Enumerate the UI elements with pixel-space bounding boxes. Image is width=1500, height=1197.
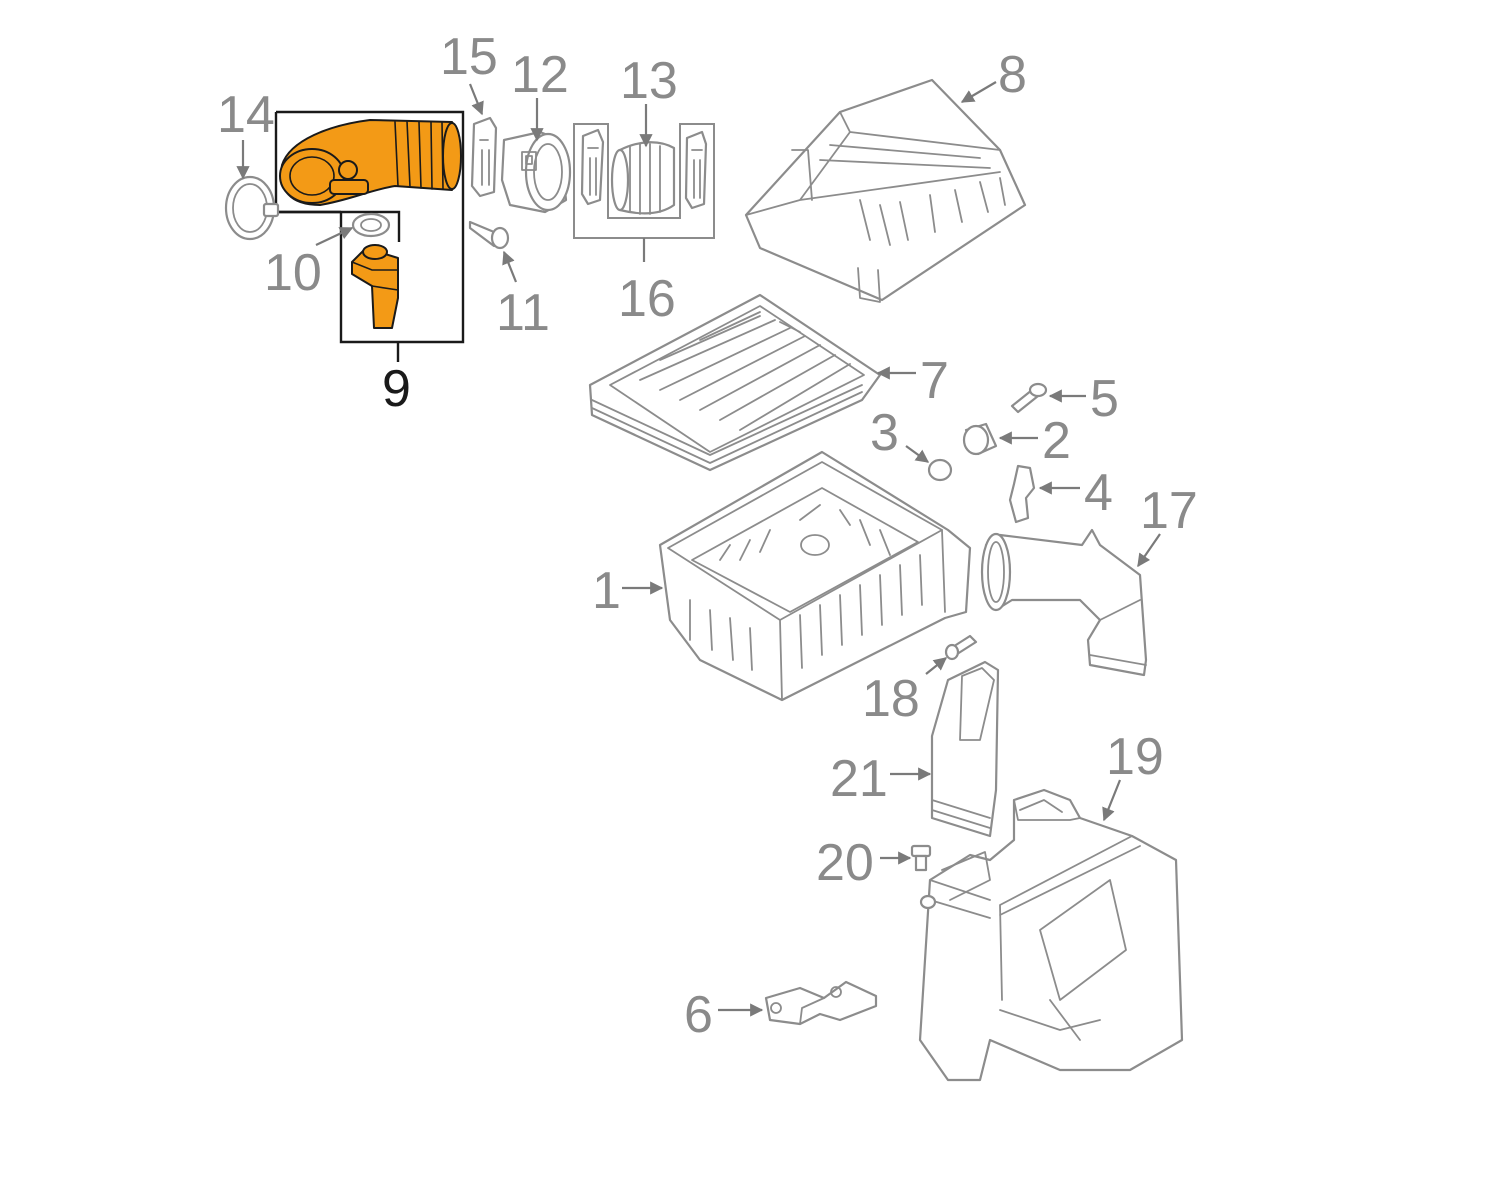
part-4-clip[interactable]: 4	[1008, 464, 1113, 524]
callout-18: 18	[862, 670, 920, 728]
part-2-cap[interactable]: 2	[962, 412, 1071, 470]
part-13-hose	[610, 141, 676, 215]
part-14-clamp[interactable]: 14	[217, 86, 280, 241]
part-12-housing[interactable]: 12	[500, 46, 572, 214]
callout-6: 6	[684, 986, 713, 1044]
callout-15: 15	[440, 28, 498, 86]
callout-7: 7	[920, 352, 949, 410]
callout-17: 17	[1140, 482, 1198, 540]
callout-14: 14	[217, 86, 275, 144]
callout-12: 12	[511, 46, 569, 104]
mass-airflow-sensor	[351, 244, 399, 329]
intake-hose	[279, 119, 462, 206]
callout-4: 4	[1084, 464, 1113, 522]
callout-10: 10	[264, 244, 322, 302]
callout-19: 19	[1106, 728, 1164, 786]
part-10-seal[interactable]: 10	[264, 212, 391, 302]
callout-3: 3	[870, 404, 899, 462]
callout-2: 2	[1042, 412, 1071, 470]
part-20-bolt[interactable]: 20	[816, 834, 932, 892]
callout-21: 21	[830, 750, 888, 808]
part-8-cover[interactable]: 8	[744, 46, 1027, 303]
callout-5: 5	[1090, 370, 1119, 428]
part-18-bolt[interactable]: 18	[862, 634, 978, 728]
callout-11: 11	[496, 284, 550, 342]
part-21-duct[interactable]: 21	[830, 660, 1000, 838]
callout-13: 13	[620, 52, 678, 110]
part-3-grommet[interactable]: 3	[870, 404, 953, 482]
part-17-duct[interactable]: 17	[980, 482, 1198, 677]
part-16-group[interactable]: 13 16	[573, 52, 715, 328]
callout-9: 9	[382, 360, 411, 418]
part-5-bolt[interactable]: 5	[1010, 370, 1119, 428]
callout-8: 8	[998, 46, 1027, 104]
callout-16: 16	[618, 270, 676, 328]
part-19-resonator[interactable]: 19	[918, 728, 1184, 1082]
callout-1: 1	[592, 562, 621, 620]
part-1-lower-box[interactable]: 1	[592, 450, 972, 702]
part-7-filter[interactable]: 7	[588, 293, 949, 472]
callout-20: 20	[816, 834, 874, 892]
part-9-group[interactable]: 9	[274, 110, 465, 418]
part-6-bracket[interactable]: 6	[684, 980, 878, 1044]
part-11-bolt[interactable]: 11	[468, 220, 550, 342]
part-15-clip[interactable]: 15	[440, 28, 498, 198]
